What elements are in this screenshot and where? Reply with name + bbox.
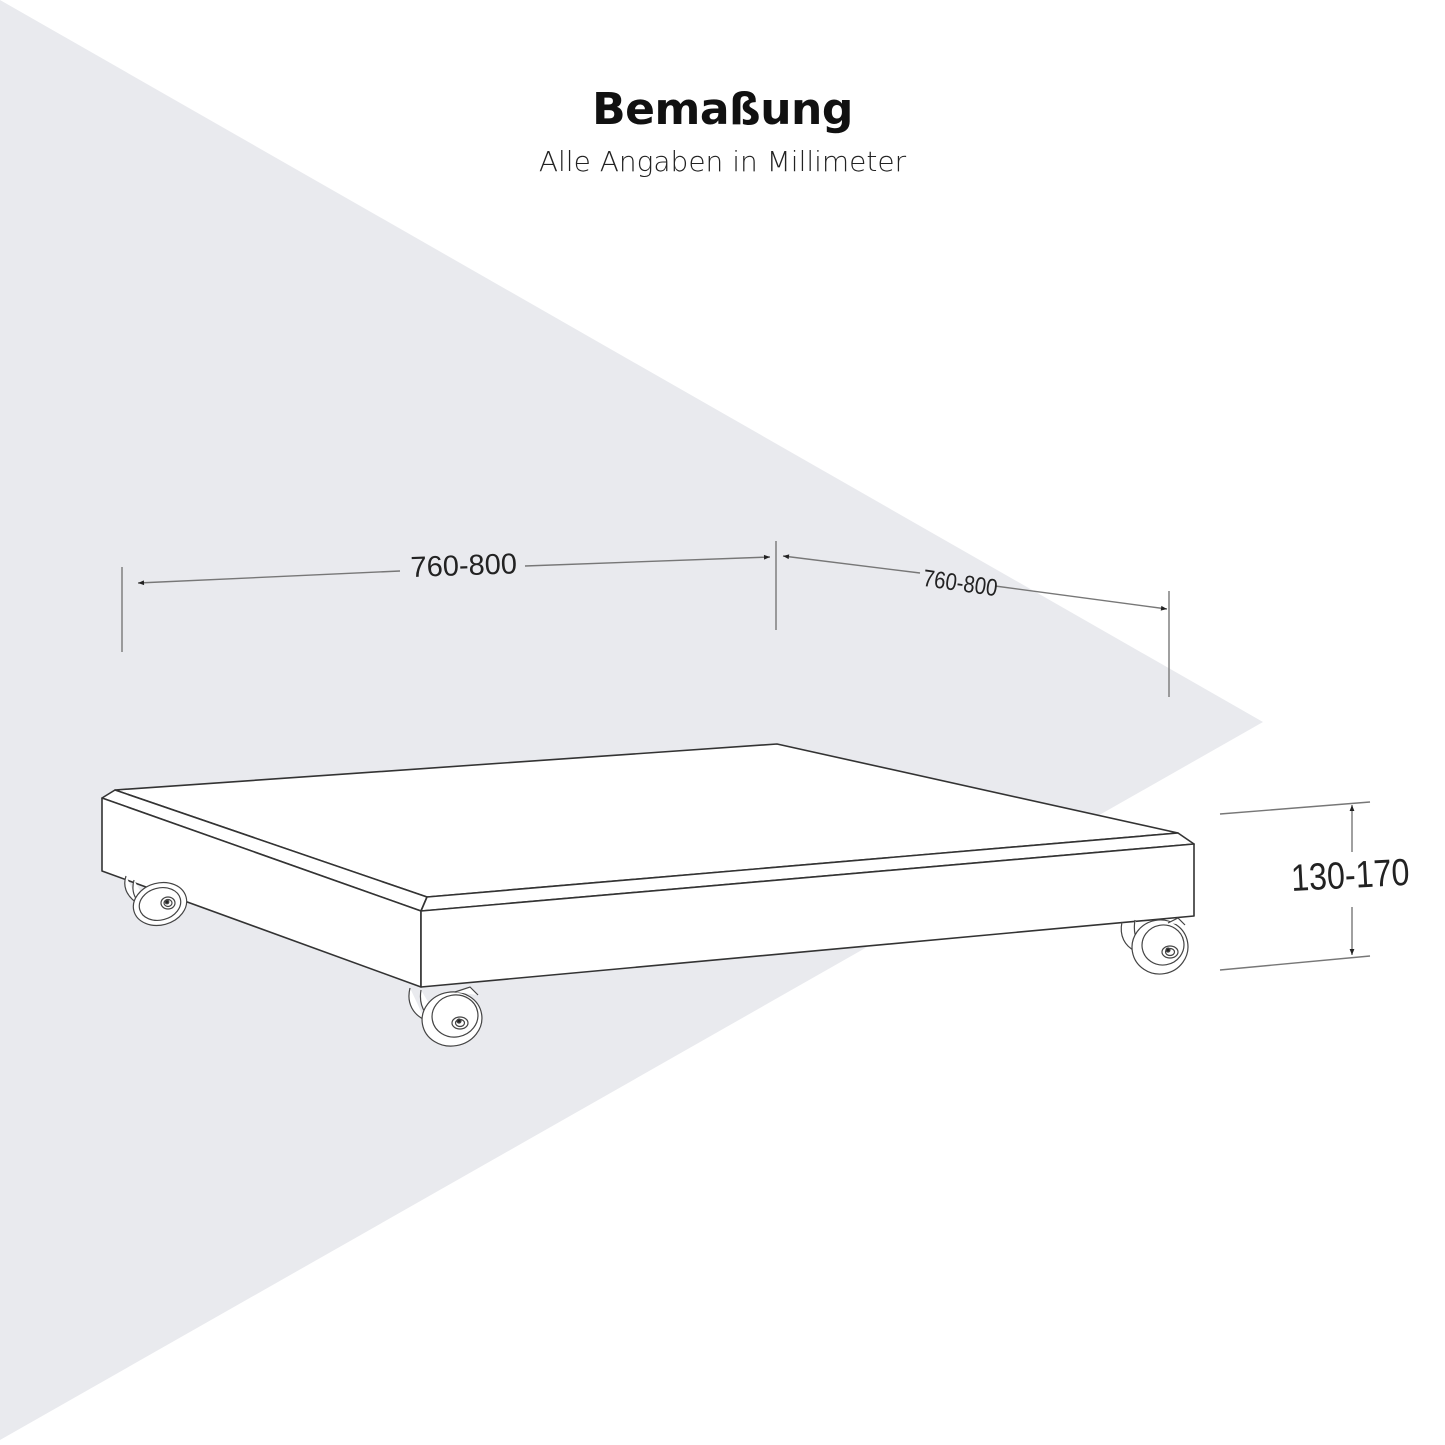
width-dimension xyxy=(121,541,777,652)
depth-dimension xyxy=(782,554,1170,697)
page-title: Bemaßung xyxy=(592,84,853,135)
caster-back-left xyxy=(124,875,188,927)
caster-front xyxy=(408,986,483,1047)
width-dimension-label: 760-800 xyxy=(410,548,518,584)
base-plate xyxy=(101,743,1195,988)
caster-right xyxy=(1120,917,1189,975)
page-subtitle: Alle Angaben in Millimeter xyxy=(538,145,907,178)
header: Bemaßung Alle Angaben in Millimeter xyxy=(0,80,1445,184)
height-dimension-label: 130-170 xyxy=(1290,851,1411,900)
height-dimension xyxy=(1219,801,1371,971)
